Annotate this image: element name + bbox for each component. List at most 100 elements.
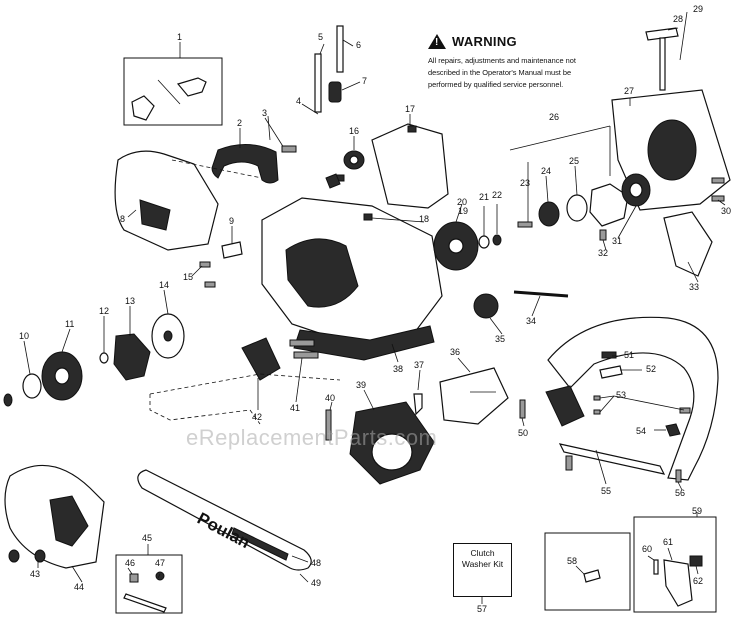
- label-part-33: 33: [689, 282, 699, 292]
- label-part-14: 14: [159, 280, 169, 290]
- label-part-10: 10: [19, 331, 29, 341]
- label-part-41: 41: [290, 403, 300, 413]
- screw-56: [675, 469, 682, 483]
- pawl-24: [538, 201, 560, 227]
- label-part-35: 35: [495, 334, 505, 344]
- label-part-17: 17: [405, 104, 415, 114]
- spring-25: [566, 194, 588, 222]
- starter-cord: [659, 37, 666, 91]
- label-part-49: 49: [311, 578, 321, 588]
- screw-30b: [711, 195, 725, 202]
- label-part-40: 40: [325, 393, 335, 403]
- label-part-37: 37: [414, 360, 424, 370]
- screw-32: [599, 229, 607, 241]
- saw-chain: [231, 527, 289, 561]
- rod-6: [336, 25, 344, 73]
- leader-lines: [23, 11, 726, 604]
- watermark: eReplacementParts.com: [186, 425, 438, 450]
- nut-10: [3, 393, 13, 407]
- label-part-18: 18: [419, 214, 429, 224]
- label-part-43: 43: [30, 569, 40, 579]
- screw-50: [519, 399, 526, 419]
- label-part-6: 6: [356, 40, 361, 50]
- boot-7: [328, 81, 342, 103]
- label-part-44: 44: [74, 582, 84, 592]
- handle-bar-bottom: [558, 443, 666, 475]
- clip-18: [363, 213, 373, 221]
- washer-12: [99, 352, 109, 364]
- rear-handle: [114, 150, 219, 251]
- label-part-13: 13: [125, 296, 135, 306]
- label-part-24: 24: [541, 166, 551, 176]
- warning-text: All repairs, adjustments and maintenance…: [428, 56, 576, 89]
- cylinder-cover: [211, 144, 279, 184]
- part-62: [689, 555, 703, 567]
- gasket: [325, 173, 341, 189]
- label-part-53: 53: [616, 390, 626, 400]
- label-part-46: 46: [125, 558, 135, 568]
- label-part-29: 29: [693, 4, 703, 14]
- label-part-9: 9: [229, 216, 234, 226]
- label-part-11: 11: [65, 319, 74, 329]
- label-part-15: 15: [183, 272, 193, 282]
- latch-lever: [131, 95, 155, 121]
- label-part-62: 62: [693, 576, 703, 586]
- label-part-19: 19: [458, 206, 468, 216]
- label-part-45: 45: [142, 533, 152, 543]
- label-part-57: 57: [477, 604, 487, 614]
- label-part-5: 5: [318, 32, 323, 42]
- screw-23: [517, 221, 533, 228]
- label-part-42: 42: [252, 412, 262, 422]
- screw-3: [281, 145, 297, 153]
- label-part-36: 36: [450, 347, 460, 357]
- cover-inner: [49, 495, 89, 547]
- part-58: [583, 569, 601, 583]
- bracket-42: [241, 337, 281, 381]
- washer-10: [22, 373, 42, 399]
- front-handle: [547, 316, 719, 481]
- kit-box-part-1: [123, 57, 223, 126]
- warning-title: WARNING: [452, 34, 517, 49]
- label-part-7: 7: [362, 76, 367, 86]
- bolt-41a: [289, 339, 315, 347]
- part-61: [663, 559, 693, 607]
- label-part-38: 38: [393, 364, 403, 374]
- label-part-47: 47: [155, 558, 165, 568]
- label-part-27: 27: [624, 86, 634, 96]
- label-part-8: 8: [120, 214, 125, 224]
- tensioner-screw: [123, 593, 167, 613]
- label-part-12: 12: [99, 306, 109, 316]
- label-part-48: 48: [311, 558, 321, 568]
- kit-box-part-45: [115, 554, 183, 614]
- label-part-22: 22: [492, 190, 502, 200]
- chain-brake-36: [439, 367, 509, 425]
- spring-37: [413, 393, 423, 416]
- label-part-32: 32: [598, 248, 608, 258]
- rear-handle-grip: [139, 199, 171, 231]
- heat-shield: [371, 123, 449, 209]
- starter-housing-vent: [647, 119, 697, 181]
- label-part-54: 54: [636, 426, 646, 436]
- nut-43a: [8, 549, 20, 563]
- label-part-25: 25: [569, 156, 579, 166]
- nut-22: [492, 234, 502, 246]
- spring-52: [599, 365, 623, 379]
- label-part-52: 52: [646, 364, 656, 374]
- label-part-34: 34: [526, 316, 536, 326]
- label-part-21: 21: [479, 192, 489, 202]
- housing-base: [293, 325, 435, 361]
- part-60: [653, 559, 659, 575]
- label-part-61: 61: [663, 537, 673, 547]
- label-part-26: 26: [549, 112, 559, 122]
- label-part-4: 4: [296, 96, 301, 106]
- label-part-55: 55: [601, 486, 611, 496]
- pin-51: [601, 351, 617, 359]
- bolt-41b: [293, 351, 319, 359]
- label-part-59: 59: [692, 506, 702, 516]
- engine-core: [285, 238, 359, 308]
- plate-33: [663, 211, 713, 277]
- label-part-58: 58: [567, 556, 577, 566]
- label-part-1: 1: [177, 32, 182, 42]
- clutch-13: [113, 333, 151, 381]
- rod-5: [314, 53, 322, 113]
